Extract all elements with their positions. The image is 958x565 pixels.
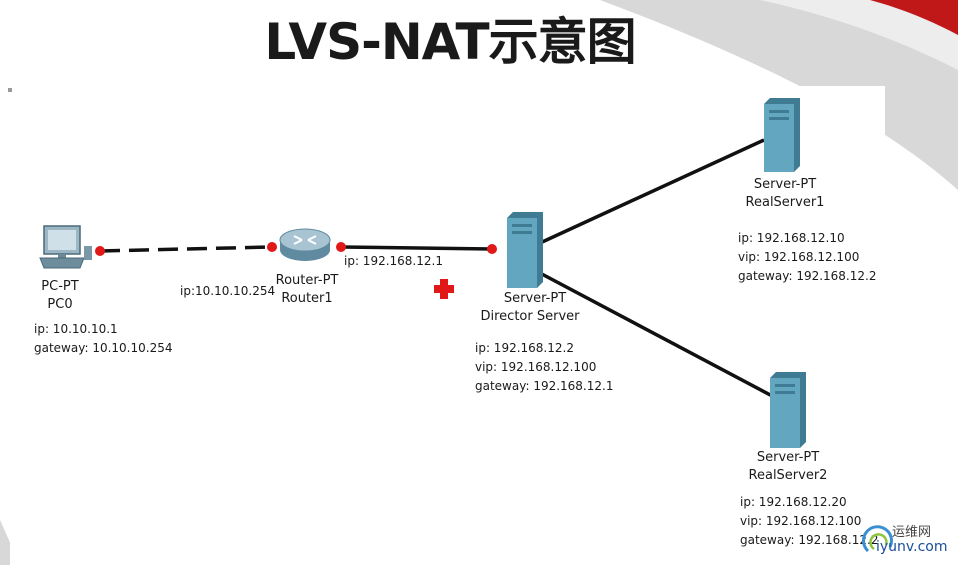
link-director-real1 [539,138,765,245]
pc-icon [39,225,92,269]
diagram-canvas [10,86,885,565]
server-icon [764,98,800,172]
real2-vip: vip: 192.168.12.100 [740,514,862,528]
pc0-name-label: PC0 [47,297,73,312]
router1-type-label: Router-PT [275,273,339,288]
port-dot [336,242,346,252]
port-dot [487,244,497,254]
real2-ip: ip: 192.168.12.20 [740,495,847,509]
router1-right-ip: ip: 192.168.12.1 [344,254,443,268]
director-info: ip: 192.168.12.2 vip: 192.168.12.100 gat… [475,339,613,396]
router1-name-label: Router1 [281,291,333,306]
pc0-ip: ip: 10.10.10.1 [34,322,118,336]
real2-gateway: gateway: 192.168.12.2 [740,533,879,547]
director-ip: ip: 192.168.12.2 [475,341,574,355]
port-dot [267,242,277,252]
slide-title: LVS-NAT示意图 [264,13,636,71]
port-dot [95,246,105,256]
director-vip: vip: 192.168.12.100 [475,360,597,374]
real1-info: ip: 192.168.12.10 vip: 192.168.12.100 ga… [738,229,876,286]
pc0-gateway: gateway: 10.10.10.254 [34,341,173,355]
director-gateway: gateway: 192.168.12.1 [475,379,614,393]
server-icon [507,212,543,288]
link-pc0-router1 [99,245,273,253]
real1-ip: ip: 192.168.12.10 [738,231,845,245]
router1-left-ip: ip:10.10.10.254 [180,284,276,298]
canvas-corner-marker [8,88,12,92]
real2-type-label: Server-PT [756,450,820,465]
site-watermark: 运维网 iyunv.com [860,517,958,561]
real2-name-label: RealServer2 [748,468,828,483]
watermark-logo-icon [862,525,893,553]
real1-vip: vip: 192.168.12.100 [738,250,860,264]
watermark-url: iyunv.com [876,539,948,555]
real1-name-label: RealServer1 [745,195,825,210]
server-icon [770,372,806,448]
plus-icon [434,279,454,299]
real2-info: ip: 192.168.12.20 vip: 192.168.12.100 ga… [740,493,878,550]
link-router1-director [340,245,493,251]
pc0-info: ip: 10.10.10.1 gateway: 10.10.10.254 [34,320,172,358]
real1-type-label: Server-PT [753,177,817,192]
watermark-text: 运维网 [892,525,932,540]
director-name-label: Director Server [480,309,580,324]
router-icon [279,228,331,261]
real1-gateway: gateway: 192.168.12.2 [738,269,877,283]
director-type-label: Server-PT [503,291,567,306]
link-director-real2 [537,270,777,400]
pc0-type-label: PC-PT [41,279,79,294]
